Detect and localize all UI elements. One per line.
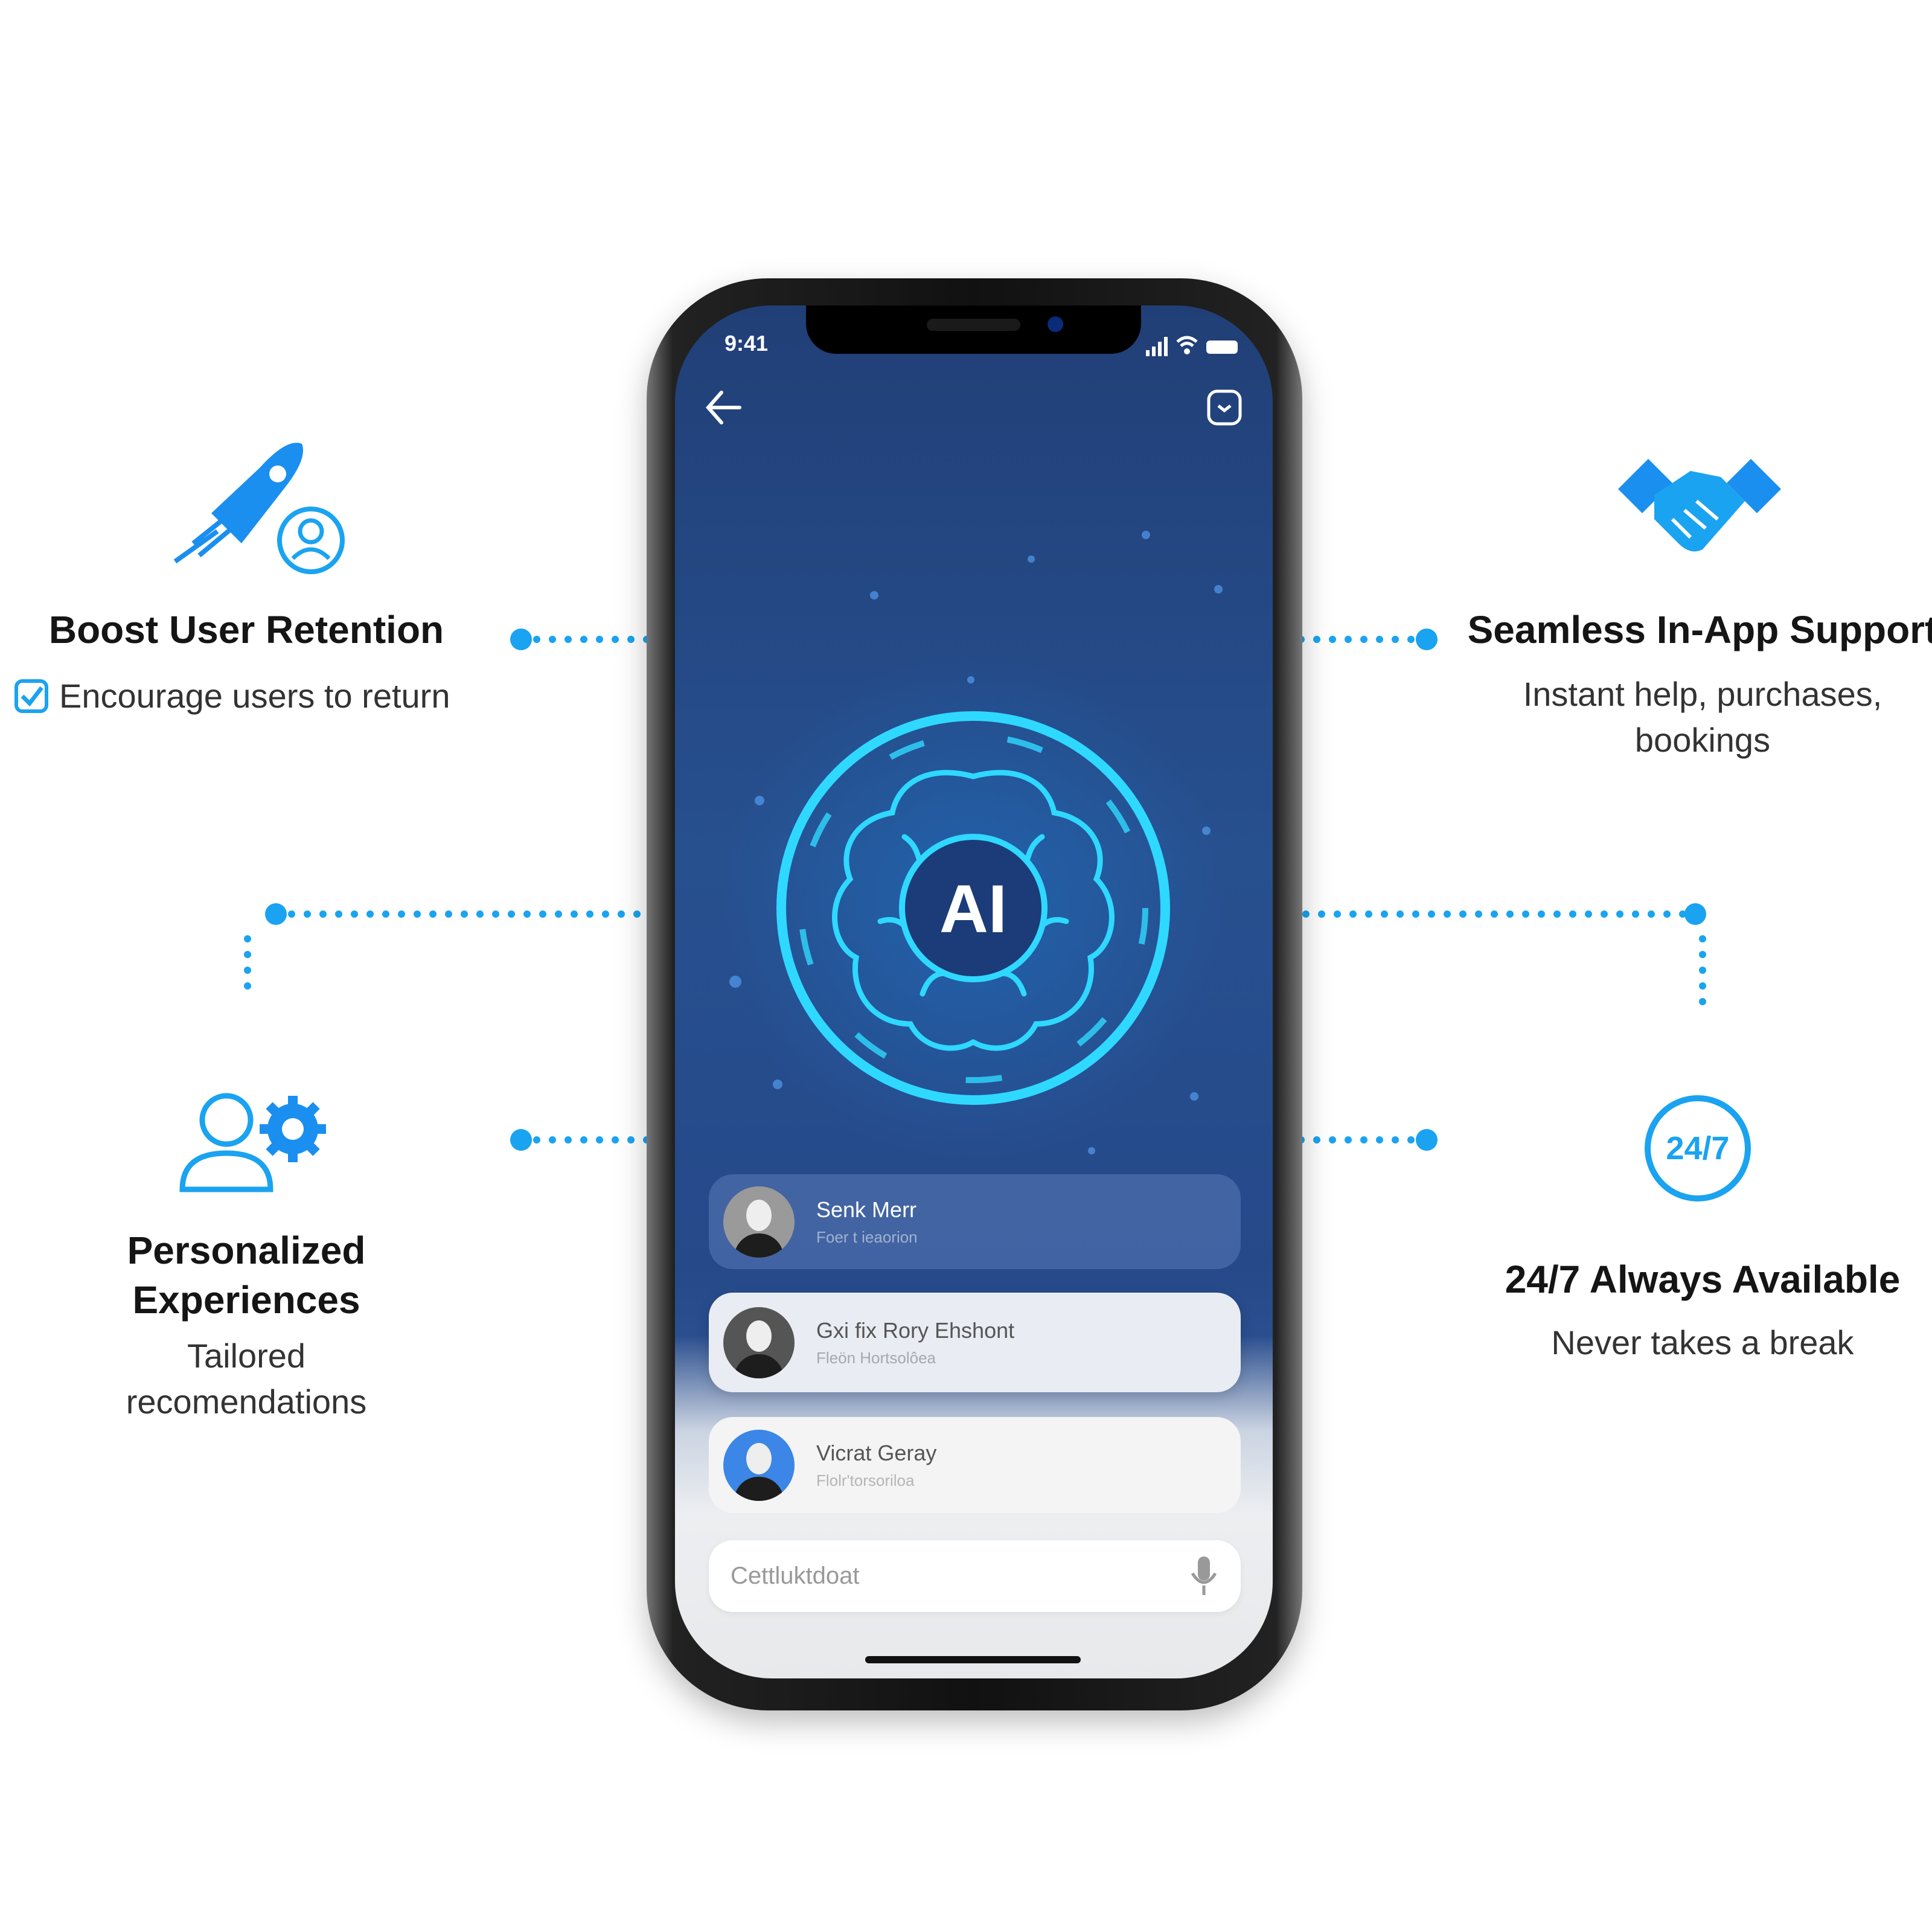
checkbox-checked-icon bbox=[14, 679, 48, 713]
chat-preview: Flolr'torsoriloa bbox=[816, 1471, 915, 1489]
ai-brain-graphic bbox=[720, 531, 1227, 1162]
battery-icon bbox=[1206, 341, 1238, 354]
chat-preview: Foer t ieaorion bbox=[816, 1227, 918, 1246]
retention-subtitle-row: Encourage users to return bbox=[13, 673, 450, 719]
avatar bbox=[723, 1429, 795, 1501]
wifi-icon bbox=[1176, 336, 1198, 347]
avatar bbox=[723, 1186, 795, 1258]
chat-preview: Fleön Hortsolôea bbox=[816, 1348, 936, 1367]
clock-24-7-icon: 24/7 bbox=[1645, 1095, 1751, 1201]
chat-item[interactable]: Senk Merr Foer t ieaorion bbox=[709, 1174, 1241, 1269]
back-arrow-icon[interactable] bbox=[703, 386, 746, 429]
chat-item[interactable]: Vicrat Geray Flolr'torsoriloa bbox=[709, 1417, 1241, 1513]
personalized-subtitle-line: recomendations bbox=[126, 1383, 367, 1421]
phone-notch bbox=[806, 305, 1141, 354]
avatar bbox=[723, 1307, 795, 1378]
support-subtitle-line: Instant help, purchases, bbox=[1523, 675, 1882, 713]
retention-title: Boost User Retention bbox=[48, 608, 444, 651]
message-input[interactable]: Cettluktdoat bbox=[709, 1540, 1241, 1612]
handshake-icon bbox=[1618, 459, 1781, 552]
message-input-placeholder: Cettluktdoat bbox=[731, 1563, 860, 1589]
home-indicator bbox=[865, 1656, 1081, 1663]
status-time: 9:41 bbox=[724, 331, 769, 356]
personalized-title-line: Personalized bbox=[127, 1229, 366, 1272]
user-gear-icon bbox=[179, 1093, 326, 1192]
chat-name: Senk Merr bbox=[816, 1197, 917, 1222]
signal-icon bbox=[1146, 337, 1168, 356]
status-icons bbox=[1146, 336, 1238, 356]
rocket-icon bbox=[173, 443, 345, 574]
personalized-title-line: Experiences bbox=[132, 1278, 360, 1322]
chat-name: Vicrat Geray bbox=[816, 1440, 937, 1465]
bag-icon[interactable] bbox=[1206, 386, 1243, 426]
chat-item[interactable]: Gxi fix Rory Ehshont Fleön Hortsolôea bbox=[709, 1293, 1241, 1392]
retention-subtitle: Encourage users to return bbox=[59, 677, 450, 715]
chat-name: Gxi fix Rory Ehshont bbox=[816, 1317, 1015, 1343]
ai-label: AI bbox=[939, 871, 1007, 947]
availability-title: 24/7 Always Available bbox=[1505, 1258, 1901, 1301]
support-title: Seamless In-App Support bbox=[1467, 608, 1932, 651]
microphone-icon[interactable] bbox=[1189, 1555, 1219, 1598]
support-subtitle-line: bookings bbox=[1634, 721, 1771, 759]
speaker-grille bbox=[927, 319, 1020, 331]
availability-subtitle: Never takes a break bbox=[1551, 1323, 1854, 1361]
personalized-subtitle-line: Tailored bbox=[187, 1337, 306, 1375]
camera-icon bbox=[1048, 316, 1063, 332]
